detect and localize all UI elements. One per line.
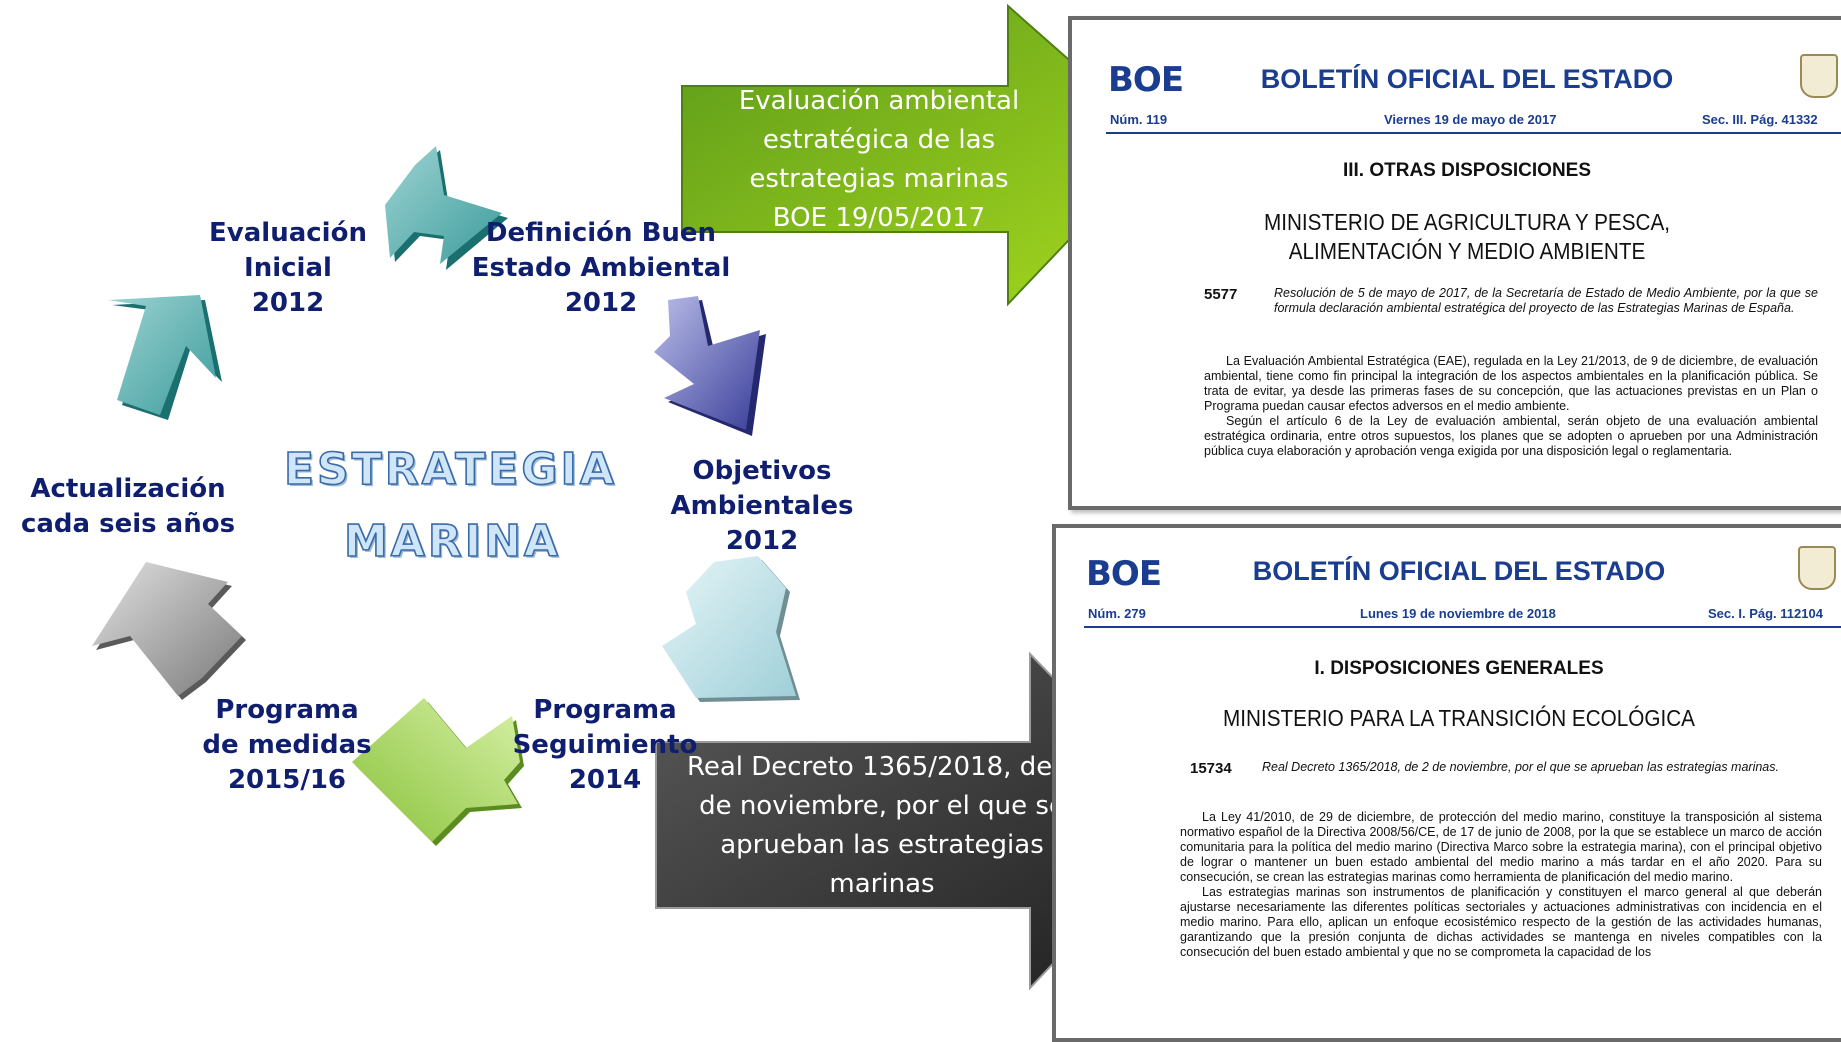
callout-bottom-line1: Real Decreto 1365/2018, de 2 (686, 752, 1078, 782)
doc-body: La Ley 41/2010, de 29 de diciembre, de p… (1180, 810, 1822, 960)
doc-header: BOLETÍN OFICIAL DEL ESTADO (1260, 64, 1674, 94)
callout-top-line4: BOE 19/05/2017 (772, 203, 986, 233)
doc-date: Viernes 19 de mayo de 2017 (1384, 112, 1557, 127)
callout-top-line2: estratégica de las (762, 125, 996, 155)
stage-objetivos-year: 2012 (725, 526, 799, 556)
callout-bottom-line3: aprueban las estrategias (720, 830, 1044, 860)
stage-definicion-bea: Definición Buen Estado Ambiental 2012 (456, 216, 746, 321)
stage-actualizacion: Actualización cada seis años (6, 472, 250, 542)
stage-medidas-line2: de medidas (202, 730, 372, 760)
stage-objetivos-ambientales: Objetivos Ambientales 2012 (658, 454, 866, 559)
coat-of-arms-icon (1800, 54, 1838, 98)
doc-paragraph-1: La Evaluación Ambiental Estratégica (EAE… (1204, 354, 1818, 413)
stage-seguimiento-line1: Programa (533, 695, 677, 725)
boe-document-2017: BOE BOLETÍN OFICIAL DEL ESTADO Núm. 119 … (1068, 16, 1841, 510)
doc-resolution: Resolución de 5 de mayo de 2017, de la S… (1274, 286, 1818, 315)
stage-evaluacion-inicial: Evaluación Inicial 2012 (196, 216, 380, 321)
stage-medidas-year: 2015/16 (227, 765, 347, 795)
doc-disposition-number: 5577 (1204, 286, 1238, 303)
coat-of-arms-icon (1798, 546, 1836, 590)
stage-seguimiento-year: 2014 (568, 765, 642, 795)
doc-header: BOLETÍN OFICIAL DEL ESTADO (1252, 556, 1666, 586)
arrow-to-objetivos (654, 296, 766, 436)
doc-number: Núm. 119 (1110, 112, 1168, 127)
callout-top-line3: estrategias marinas (749, 164, 1009, 194)
doc-ministry-line1: MINISTERIO PARA LA TRANSICIÓN ECOLÓGICA (1223, 705, 1695, 731)
doc-section-title: III. OTRAS DISPOSICIONES (1342, 160, 1592, 181)
doc-rule (1084, 626, 1841, 628)
center-title-line1: ESTRATEGIA (283, 443, 617, 496)
stage-seguimiento-line2: Seguimiento (512, 730, 698, 760)
stage-definicion-year: 2012 (564, 288, 638, 318)
doc-ministry: MINISTERIO DE AGRICULTURA Y PESCA, ALIME… (1112, 208, 1823, 266)
doc-resolution: Real Decreto 1365/2018, de 2 de noviembr… (1262, 760, 1779, 774)
arrow-to-medidas (352, 698, 524, 846)
doc-paragraph-2: Según el artículo 6 de la Ley de evaluac… (1204, 414, 1818, 458)
boe-logo: BOE (1086, 554, 1162, 594)
doc-section-title: I. DISPOSICIONES GENERALES (1314, 658, 1604, 679)
stage-definicion-line1: Definición Buen (485, 218, 717, 248)
doc-disposition-number: 15734 (1190, 760, 1232, 777)
center-title-line2: MARINA (343, 515, 561, 568)
stage-evaluacion-year: 2012 (251, 288, 325, 318)
arrow-to-definicion (385, 146, 508, 270)
doc-body: La Evaluación Ambiental Estratégica (EAE… (1204, 354, 1818, 459)
doc-number: Núm. 279 (1088, 606, 1146, 621)
stage-programa-seguimiento: Programa Seguimiento 2014 (500, 693, 710, 798)
doc-section-page: Sec. I. Pág. 112104 (1708, 606, 1823, 621)
callout-top-line1: Evaluación ambiental (738, 86, 1020, 116)
callout-bottom-line4: marinas (829, 869, 935, 899)
doc-section-page: Sec. III. Pág. 41332 (1702, 112, 1818, 127)
doc-paragraph-1: La Ley 41/2010, de 29 de diciembre, de p… (1180, 810, 1822, 884)
stage-evaluacion-line2: Inicial (244, 253, 332, 283)
stage-objetivos-line1: Objetivos (692, 456, 832, 486)
callout-bottom-text: Real Decreto 1365/2018, de 2 de noviembr… (680, 748, 1084, 904)
doc-ministry-line2: ALIMENTACIÓN Y MEDIO AMBIENTE (1288, 238, 1646, 264)
stage-evaluacion-line1: Evaluación (209, 218, 367, 248)
doc-ministry-line1: MINISTERIO DE AGRICULTURA Y PESCA, (1263, 209, 1671, 235)
stage-medidas-line1: Programa (215, 695, 359, 725)
stage-definicion-line2: Estado Ambiental (471, 253, 731, 283)
boe-logo: BOE (1108, 60, 1184, 100)
doc-rule (1106, 132, 1841, 134)
stage-actualizacion-line2: cada seis años (20, 509, 236, 539)
arrow-to-actualizacion (92, 562, 246, 700)
stage-programa-medidas: Programa de medidas 2015/16 (190, 693, 384, 798)
callout-top-text: Evaluación ambiental estratégica de las … (724, 82, 1034, 238)
stage-actualizacion-line1: Actualización (30, 474, 226, 504)
doc-ministry: MINISTERIO PARA LA TRANSICIÓN ECOLÓGICA (1096, 704, 1821, 733)
boe-document-2018: BOE BOLETÍN OFICIAL DEL ESTADO Núm. 279 … (1052, 524, 1841, 1042)
arrow-to-evaluacion (108, 295, 222, 420)
doc-date: Lunes 19 de noviembre de 2018 (1360, 606, 1556, 621)
arrow-to-seguimiento (662, 556, 800, 702)
callout-bottom-line2: de noviembre, por el que se (699, 791, 1065, 821)
stage-objetivos-line2: Ambientales (670, 491, 854, 521)
doc-paragraph-2: Las estrategias marinas son instrumentos… (1180, 885, 1822, 959)
